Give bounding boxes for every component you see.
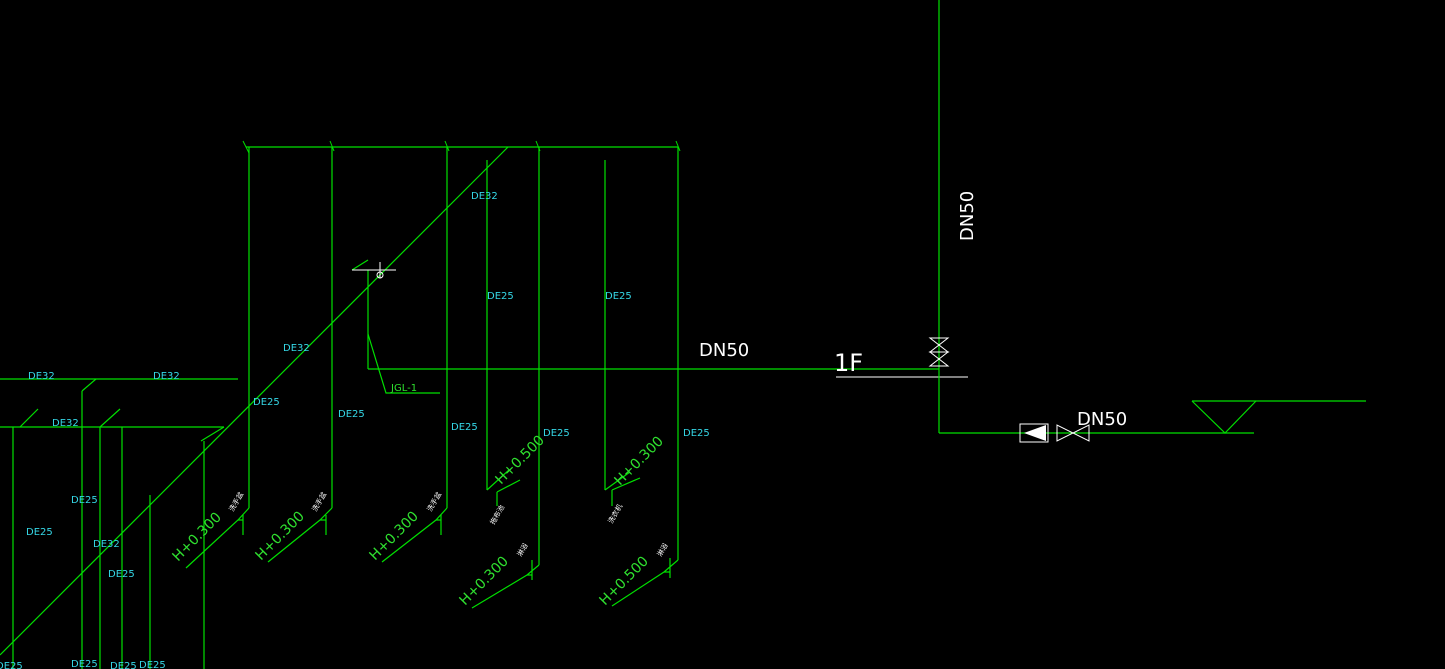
elevation-label: H+0.500 [597, 553, 652, 608]
fixture-tag: 洗衣机 [606, 502, 624, 525]
main-pipe-size-label: DN50 [699, 340, 749, 361]
left-diag-short-3 [99, 408, 121, 428]
fixture-tag: 洗手盆 [227, 490, 245, 513]
pipe-size-label: DE25 [605, 291, 632, 302]
outlet-pipe-size-label: DN50 [1077, 409, 1127, 430]
left-branch-group [0, 378, 238, 669]
pipe-size-label: DE25 [0, 661, 23, 669]
pipe-size-label: DE25 [110, 661, 137, 669]
top-branch-tick-mid2 [444, 140, 450, 152]
pipe-size-label: DE25 [71, 659, 98, 669]
elevation-label: H+0.300 [367, 508, 422, 563]
fixture-stub-5 [611, 558, 679, 607]
pipe-size-label: DE32 [153, 371, 180, 382]
fixture-stubs-group [185, 469, 679, 609]
pipe-size-label: DE25 [26, 527, 53, 538]
fixture-stub-2 [267, 507, 333, 563]
top-branch-tick-right [675, 140, 681, 152]
top-branch-tick-left [242, 140, 250, 154]
pipe-size-label: DE32 [28, 371, 55, 382]
pipe-size-label: DE25 [338, 409, 365, 420]
inline-valve-icon [1056, 424, 1090, 442]
riser-tee-pipe [351, 259, 369, 271]
fixture-stub-6 [486, 469, 521, 506]
left-diag-short-2 [19, 408, 39, 428]
left-diag-short-4 [200, 426, 225, 442]
main-labels-group: DN50 1F DN50 DN50 JGL-1 [390, 191, 1127, 430]
fixture-stub-3 [381, 507, 448, 563]
elevation-label: H+0.500 [493, 432, 548, 487]
pipe-size-label: DE25 [139, 660, 166, 669]
pipe-size-label: DE25 [683, 428, 710, 439]
fixture-tag: 洗手盆 [310, 490, 328, 513]
left-diag-short-1 [81, 378, 97, 392]
pipe-size-label: DE25 [487, 291, 514, 302]
elevation-label: H+0.300 [170, 509, 225, 564]
riser-label-leader [367, 333, 440, 394]
main-pipe-group [0, 0, 1254, 656]
fixture-tag: 拖布池 [488, 503, 506, 526]
fixture-stub-1 [185, 507, 250, 569]
pipe-size-label: DE32 [471, 191, 498, 202]
pipe-size-label: DE32 [52, 418, 79, 429]
pipe-size-label: DE25 [451, 422, 478, 433]
elevation-label: H+0.300 [612, 433, 667, 488]
fixture-tag: 淋浴 [655, 541, 670, 558]
pipe-size-label: DE25 [253, 397, 280, 408]
gate-valve-icon [928, 337, 950, 367]
pipe-size-label: DE25 [108, 569, 135, 580]
pipe-size-labels-group: DE32 DE32 DE32 DE32 DE32 DE32 DE25 DE25 … [0, 191, 710, 669]
floor-label: 1F [834, 349, 863, 377]
fixture-stub-4 [471, 560, 540, 609]
top-branch-tick-mid1 [329, 140, 335, 152]
pipe-size-label: DE25 [543, 428, 570, 439]
elevation-labels-group: H+0.300 H+0.300 H+0.300 H+0.500 H+0.300 … [170, 432, 667, 608]
pipe-size-label: DE25 [71, 495, 98, 506]
valve-symbols-group [352, 262, 1366, 443]
fixture-tag: 淋浴 [515, 541, 530, 558]
riser-tee-icon [352, 262, 396, 279]
fixture-tag: 洗手盆 [425, 490, 443, 513]
pipe-size-label: DE32 [283, 343, 310, 354]
riser-id-label: JGL-1 [390, 383, 417, 394]
pipe-size-label: DE32 [93, 539, 120, 550]
diagonal-de32-pipe [0, 146, 509, 656]
fixture-stub-7 [604, 471, 641, 506]
vertical-pipe-size-label: DN50 [957, 191, 978, 241]
check-valve-icon [1019, 423, 1049, 443]
water-tank-icon [1191, 400, 1366, 434]
